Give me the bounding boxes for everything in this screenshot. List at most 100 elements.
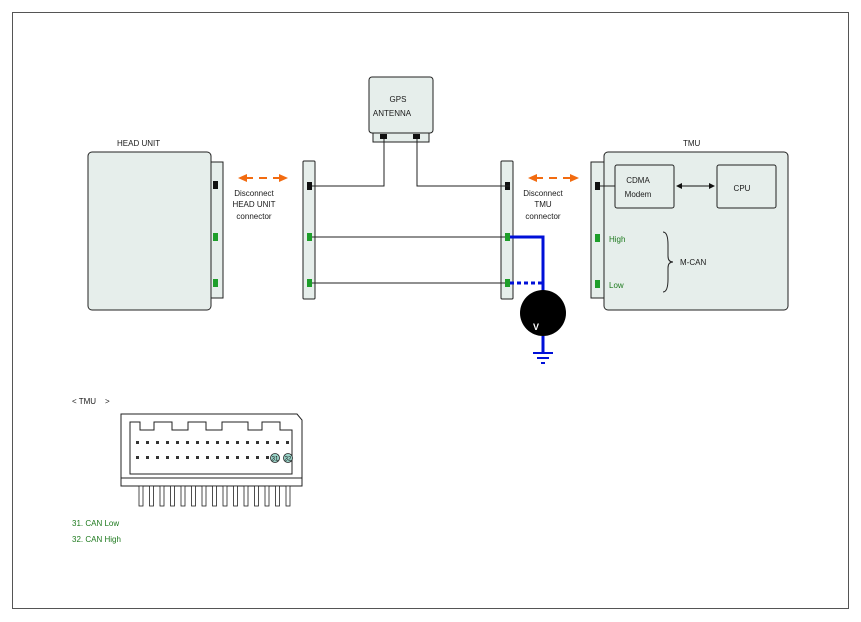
tmu-label: TMU [683, 139, 701, 148]
connector-leg [222, 485, 228, 507]
left-bar-pin-can-low [307, 279, 312, 287]
connector-pin [136, 441, 139, 444]
connector-pin [246, 456, 249, 459]
connector-title: < TMU > [72, 397, 110, 406]
connector-leg [170, 485, 175, 507]
meter-lead-high [510, 235, 545, 293]
connector-pin [276, 441, 279, 444]
connector-bar-left [302, 160, 316, 300]
harness-connector-left [302, 160, 316, 300]
connector-pin [136, 456, 139, 459]
pin-32-description: 32. CAN High [72, 535, 121, 544]
cpu-box [716, 164, 777, 209]
frame-border [12, 12, 849, 609]
pin-32-highlight [283, 453, 293, 463]
connector-leg [180, 485, 186, 507]
voltmeter: V [510, 235, 566, 364]
head-unit-label: HEAD UNIT [117, 139, 160, 148]
connector-pin [176, 441, 179, 444]
connector-pin [166, 441, 169, 444]
connector-pin [196, 441, 199, 444]
connector-pin [236, 456, 239, 459]
gps-antenna-connector [372, 132, 430, 143]
cdma-label-1: CDMA [626, 176, 650, 185]
arrow-left-icon [238, 174, 247, 182]
disconnect-tmu-indicator: Disconnect TMU connector [523, 174, 579, 221]
connector-housing [120, 413, 303, 487]
connector-pin [226, 456, 229, 459]
connector-pin [246, 441, 249, 444]
arrow-right-icon [570, 174, 579, 182]
connector-pin [236, 441, 239, 444]
disconnect-tmu-text-3: connector [525, 212, 560, 221]
disconnect-tmu-text-2: TMU [534, 200, 552, 209]
connector-pin [156, 456, 159, 459]
gps-antenna: GPS ANTENNA [368, 76, 434, 143]
connector-pin [176, 456, 179, 459]
connector-pin [186, 441, 189, 444]
pin-row-top [136, 441, 289, 444]
connector-pin [266, 456, 269, 459]
gps-antenna-box [368, 76, 434, 134]
tmu-pin-gps [595, 182, 600, 190]
gps-label-1: GPS [390, 95, 407, 104]
connector-leg [212, 485, 217, 507]
tmu-pin-can-low [595, 280, 600, 288]
double-arrow-icon [676, 183, 715, 189]
cdma-modem-box [614, 164, 675, 209]
connector-pin [266, 441, 269, 444]
head-unit-pin-can-high [213, 233, 218, 241]
gps-wire-right [416, 139, 510, 187]
left-bar-pin-can-high [307, 233, 312, 241]
voltmeter-icon [520, 290, 566, 336]
disconnect-head-text-3: connector [236, 212, 271, 221]
cpu-label: CPU [734, 184, 751, 193]
connector-pin [156, 441, 159, 444]
connector-leg [254, 485, 259, 507]
pin-legs [138, 485, 291, 507]
disconnect-tmu-text-1: Disconnect [523, 189, 563, 198]
connector-pin [256, 456, 259, 459]
arrow-right-icon [279, 174, 288, 182]
connector-leg [264, 485, 270, 507]
disconnect-head-text-1: Disconnect [234, 189, 274, 198]
cdma-label-2: Modem [625, 190, 652, 199]
connector-leg [285, 485, 291, 507]
tmu: TMU CDMA Modem CPU High Low M-CAN [590, 139, 789, 311]
connector-leg [201, 485, 207, 507]
connector-leg [138, 485, 144, 507]
pin-31-description: 31. CAN Low [72, 519, 119, 528]
connector-leg [191, 485, 196, 507]
pin-31-highlight [270, 453, 280, 463]
left-bar-pin-gps [307, 182, 312, 190]
pin-31-number: 31 [272, 457, 279, 463]
arrow-left-icon [528, 174, 537, 182]
head-unit-connector [210, 161, 224, 299]
connector-leg [149, 485, 154, 507]
ground-icon [533, 352, 553, 364]
pin-row-bottom [136, 456, 269, 459]
disconnect-head-unit-indicator: Disconnect HEAD UNIT connector [232, 174, 288, 221]
head-unit: HEAD UNIT [87, 139, 224, 311]
connector-pin [216, 441, 219, 444]
tmu-pin-can-high [595, 234, 600, 242]
connector-pin [166, 456, 169, 459]
can-high-label: High [609, 235, 625, 244]
voltmeter-label: V [533, 322, 539, 332]
gps-pin-2 [413, 134, 420, 139]
connector-pin [206, 441, 209, 444]
connector-leg [275, 485, 280, 507]
mcan-label: M-CAN [680, 258, 706, 267]
gps-pin-1 [380, 134, 387, 139]
head-unit-box [87, 151, 212, 311]
connector-pin [286, 441, 289, 444]
pin-32-number: 32 [285, 457, 292, 463]
connector-pin [186, 456, 189, 459]
connector-pin [226, 441, 229, 444]
connector-face [129, 421, 293, 475]
brace-icon [662, 231, 674, 293]
right-bar-pin-can-high [505, 233, 510, 241]
head-unit-pin-gps [213, 181, 218, 189]
connector-bar-right [500, 160, 514, 300]
can-low-label: Low [609, 281, 624, 290]
